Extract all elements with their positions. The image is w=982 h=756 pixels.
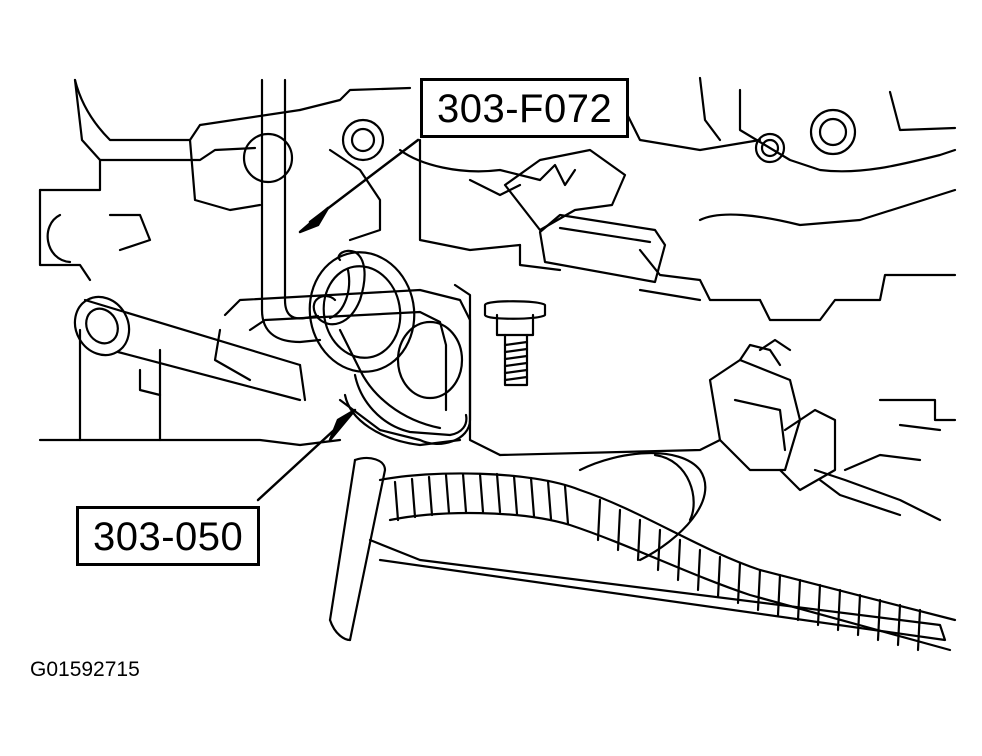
callout-leaders	[256, 138, 420, 502]
transverse-tube	[73, 295, 307, 402]
lifting-bracket	[223, 288, 472, 447]
engine-boss-bolts	[242, 108, 857, 184]
callout-label-303-050: 303-050	[76, 506, 261, 566]
callout-label-303-f072: 303-F072	[420, 78, 630, 138]
sensor-connector	[503, 148, 667, 284]
wire-harness	[378, 452, 957, 652]
bolt	[483, 300, 547, 387]
lifting-hook	[260, 78, 442, 430]
right-connector	[708, 338, 942, 522]
figure-code: G01592715	[30, 658, 140, 681]
foreground-panel	[328, 456, 947, 642]
